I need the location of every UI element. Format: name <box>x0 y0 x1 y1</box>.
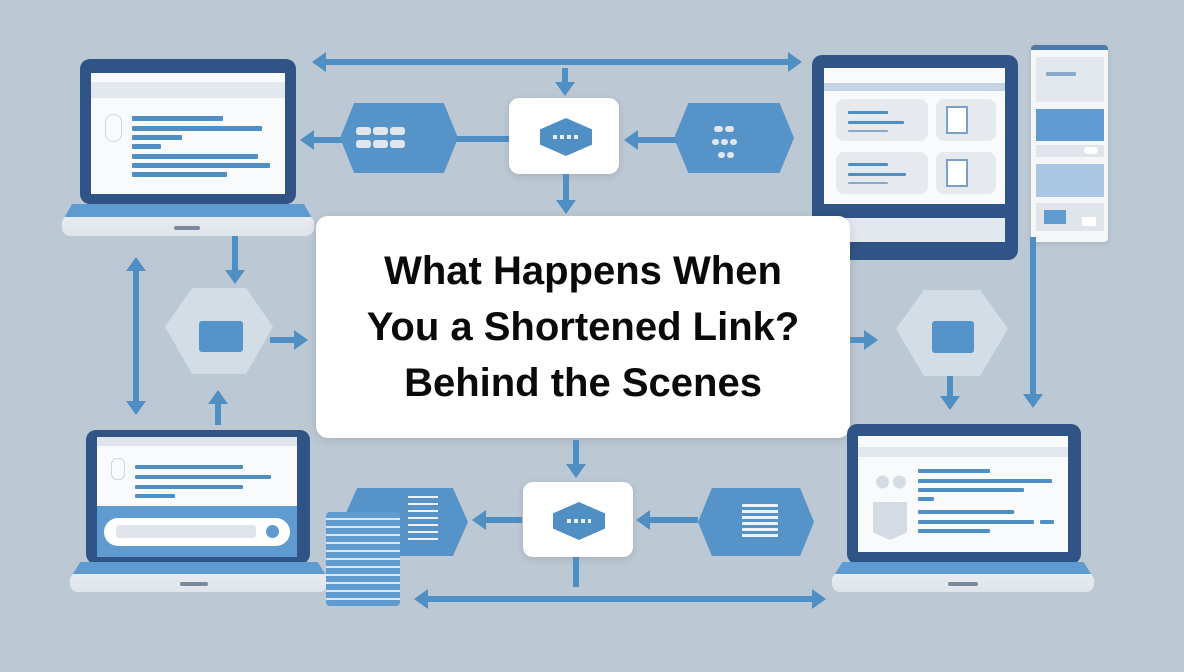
connector-line <box>456 136 512 142</box>
search-button-icon <box>266 525 279 538</box>
document-icon <box>946 159 968 187</box>
user-group-icon <box>874 472 908 492</box>
toggle-icon <box>1084 147 1098 154</box>
connector-line <box>573 557 579 587</box>
redirect-card-icon <box>199 321 243 352</box>
document-icon <box>946 106 968 134</box>
shield-icon <box>873 502 907 540</box>
avatar-icon <box>105 114 122 142</box>
title-line-2: You a Shortened Link? <box>366 305 800 349</box>
title-line-1: What Happens When <box>384 249 782 293</box>
title-line-3: Behind the Scenes <box>404 361 762 405</box>
title-card: What Happens When You a Shortened Link? … <box>316 216 850 438</box>
avatar-icon <box>111 458 125 480</box>
redirect-card-icon <box>932 321 974 353</box>
